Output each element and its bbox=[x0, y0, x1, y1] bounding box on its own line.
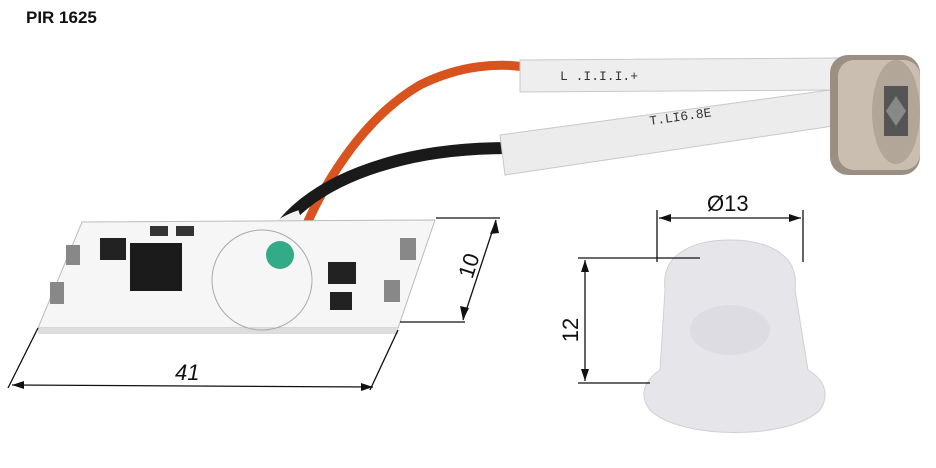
lens-diameter-label: Ø13 bbox=[707, 191, 749, 216]
dimension-lines bbox=[7, 210, 804, 391]
lens-height-label: 12 bbox=[558, 318, 583, 342]
product-title: PIR 1625 bbox=[26, 8, 97, 27]
sleeve-bottom bbox=[499, 89, 841, 176]
dimension-arrows bbox=[12, 214, 801, 391]
fresnel-lens bbox=[643, 239, 826, 433]
pir-sensor bbox=[830, 55, 920, 175]
pcb-board bbox=[37, 219, 436, 334]
svg-text:L .I.I.I.+: L .I.I.I.+ bbox=[560, 69, 638, 84]
board-width-label: 10 bbox=[453, 250, 484, 281]
board-length-label: 41 bbox=[175, 360, 199, 385]
